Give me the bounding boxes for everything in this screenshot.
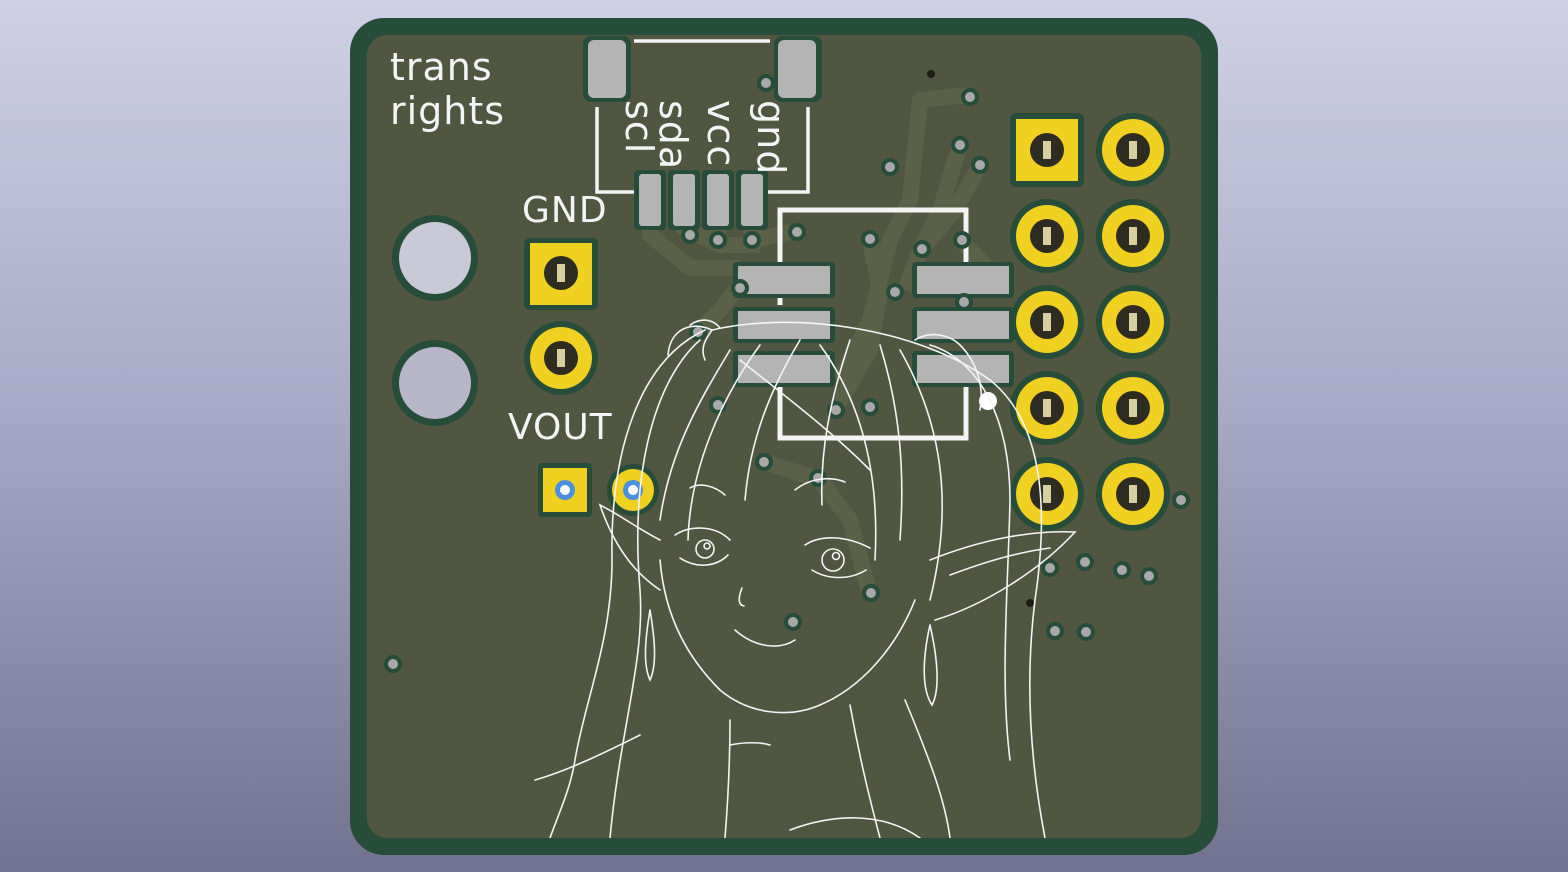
via — [1172, 491, 1190, 509]
via — [743, 231, 761, 249]
via — [886, 283, 904, 301]
via — [971, 156, 989, 174]
title-line-2: rights — [390, 89, 506, 133]
header-pin — [1096, 113, 1170, 187]
via — [862, 584, 880, 602]
via — [955, 293, 973, 311]
via — [953, 231, 971, 249]
mounting-holes — [392, 215, 478, 426]
header-pin — [1010, 457, 1084, 531]
via — [1077, 623, 1095, 641]
via — [788, 223, 806, 241]
vout-label: VOUT — [508, 407, 613, 448]
vias — [384, 70, 1190, 673]
title-line-1: trans — [390, 45, 493, 89]
header-pin — [1096, 199, 1170, 273]
connector-signal-pads — [634, 170, 768, 230]
via — [881, 158, 899, 176]
via — [951, 136, 969, 154]
via — [755, 453, 773, 471]
header-pin — [1010, 199, 1084, 273]
header-pin — [1010, 113, 1084, 187]
via — [384, 655, 402, 673]
via — [757, 74, 775, 92]
fiducial — [927, 70, 935, 78]
ic-pads — [733, 262, 1014, 410]
via — [827, 401, 845, 419]
pin-label-sda: sda — [651, 100, 695, 171]
pin-header-2x5 — [1010, 113, 1170, 531]
via — [681, 226, 699, 244]
ic-outline — [777, 207, 969, 441]
i2c-connector-outline — [595, 39, 810, 194]
via — [861, 230, 879, 248]
gnd-vout-header — [524, 238, 598, 395]
via — [861, 398, 879, 416]
elf-girl-artwork — [534, 319, 1077, 838]
via — [709, 231, 727, 249]
gnd-label: GND — [522, 190, 608, 231]
header-pin — [1010, 371, 1084, 445]
via — [784, 613, 802, 631]
header-pin — [1096, 285, 1170, 359]
via — [1113, 561, 1131, 579]
fiducial — [1026, 599, 1034, 607]
via — [961, 88, 979, 106]
via — [1046, 622, 1064, 640]
via — [1140, 567, 1158, 585]
vout-small-pads — [538, 463, 659, 517]
via — [731, 279, 749, 297]
connector-mount-pads — [583, 36, 822, 102]
header-pin — [1096, 457, 1170, 531]
pin-label-gnd: gnd — [749, 100, 793, 176]
via — [1076, 553, 1094, 571]
pin-label-vcc: vcc — [699, 100, 743, 168]
via — [913, 240, 931, 258]
header-pin — [1010, 285, 1084, 359]
header-pin — [1096, 371, 1170, 445]
via — [1041, 559, 1059, 577]
